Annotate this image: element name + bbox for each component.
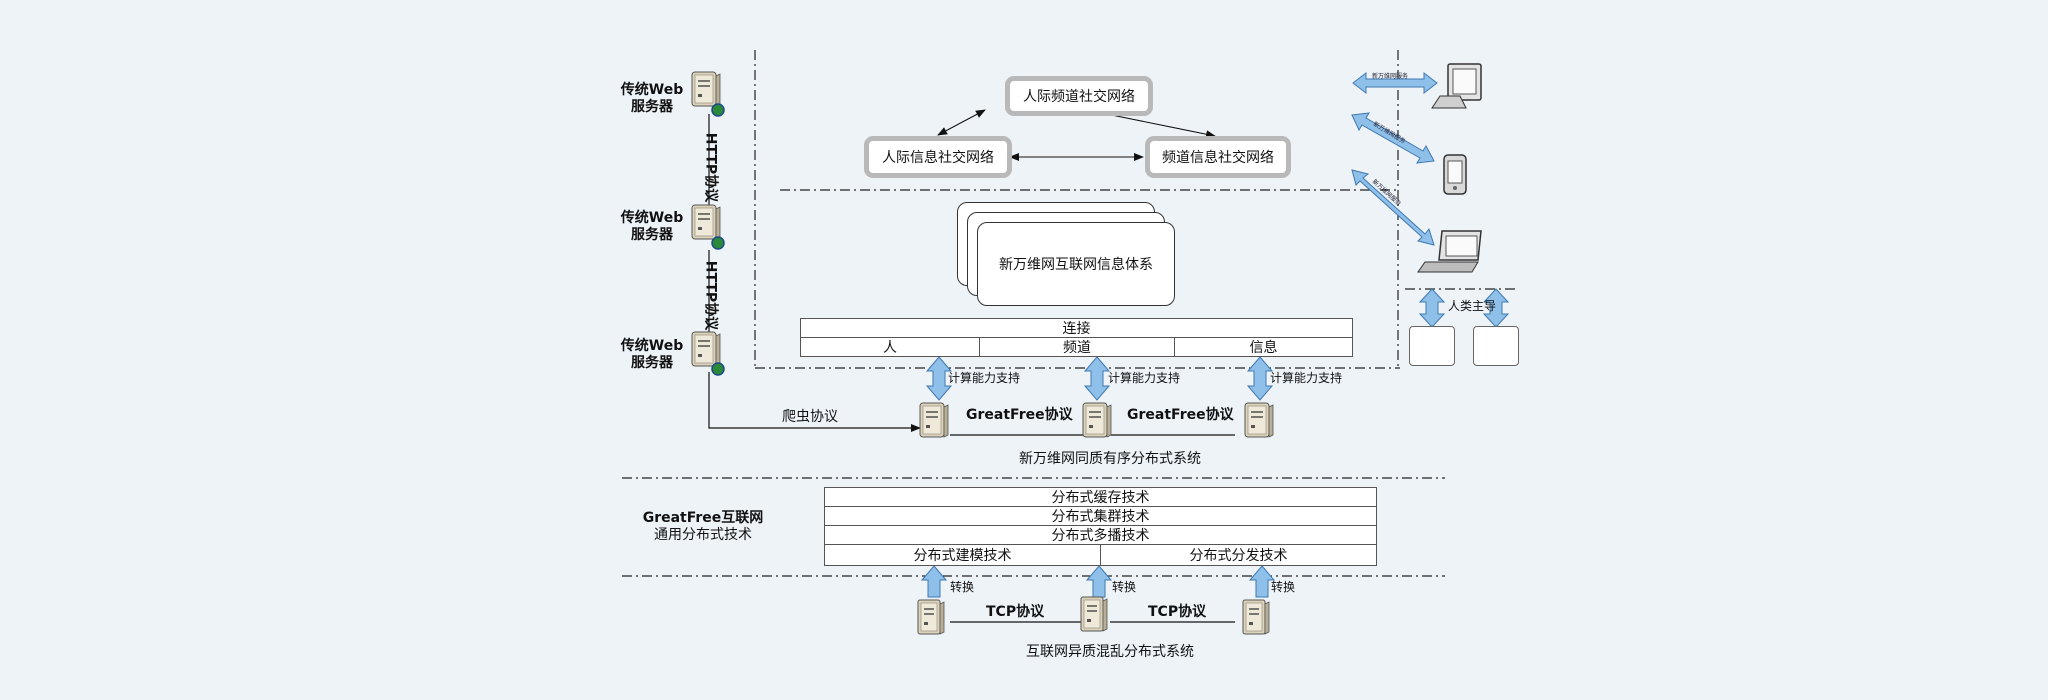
- info-system-card: 新万维网互联网信息体系: [977, 222, 1175, 306]
- compute-support-label-2: 计算能力支持: [1108, 371, 1181, 385]
- web-server-label-2: 传统Web 服务器: [614, 210, 690, 244]
- tech-row-multicast: 分布式多播技术: [824, 525, 1377, 545]
- crawler-link-label: 爬虫协议: [782, 409, 838, 425]
- web-server-label-2-line2: 服务器: [631, 227, 673, 243]
- web-server-icon-3: [691, 331, 725, 376]
- tcp-link-label-1: TCP协议: [986, 604, 1045, 620]
- web-server-label-3-line2: 服务器: [631, 355, 673, 371]
- compute-arrow-1: [925, 356, 953, 401]
- connect-table-cell-info: 信息: [1174, 337, 1353, 357]
- device-arrow-laptop: [1351, 169, 1435, 246]
- chaos-system-title: 互联网异质混乱分布式系统: [1026, 644, 1194, 660]
- person-box-2: [1473, 326, 1519, 366]
- http-link-label-1: HTTP协议: [702, 132, 719, 203]
- tech-section-label-line1: GreatFree互联网: [642, 510, 764, 526]
- convert-label-2: 转换: [1112, 580, 1137, 594]
- tablet-device-icon: [1443, 154, 1467, 195]
- ordered-system-title: 新万维网同质有序分布式系统: [1019, 451, 1201, 467]
- compute-support-label-1: 计算能力支持: [948, 371, 1021, 385]
- social-box-top: 人际频道社交网络: [1005, 76, 1153, 116]
- social-arrow-top-left: [937, 109, 986, 136]
- connect-table-cell-channel: 频道: [979, 337, 1175, 357]
- compute-support-label-3: 计算能力支持: [1270, 371, 1343, 385]
- web-server-label-2-line1: 传统Web: [620, 210, 684, 226]
- tech-cell-modeling: 分布式建模技术: [824, 544, 1101, 566]
- device-label-desktop: 新万维网服务: [1372, 72, 1408, 80]
- greatfree-server-icon-2: [1082, 402, 1112, 438]
- device-arrow-tablet: [1351, 112, 1435, 164]
- convert-arrow-1: [920, 565, 948, 598]
- tech-row-cache: 分布式缓存技术: [824, 487, 1377, 507]
- crawler-link-line: [708, 372, 921, 432]
- http-link-label-2: HTTP协议: [702, 260, 719, 331]
- convert-arrow-2: [1085, 565, 1113, 598]
- tech-section-label: GreatFree互联网 通用分布式技术: [628, 510, 778, 544]
- tech-section-label-line2: 通用分布式技术: [654, 527, 752, 543]
- greatfree-link-label-2: GreatFree协议: [1127, 407, 1234, 423]
- social-box-right: 频道信息社交网络: [1145, 136, 1291, 178]
- tech-row-cluster: 分布式集群技术: [824, 506, 1377, 526]
- person-box-1: [1409, 326, 1455, 366]
- web-server-icon-1: [691, 71, 725, 117]
- tcp-server-icon-2: [1080, 596, 1108, 632]
- greatfree-link-label-1: GreatFree协议: [966, 407, 1073, 423]
- connect-table-cell-person: 人: [800, 337, 980, 357]
- convert-label-1: 转换: [950, 580, 975, 594]
- tcp-link-label-2: TCP协议: [1148, 604, 1207, 620]
- compute-arrow-3: [1246, 356, 1274, 401]
- tcp-server-icon-1: [917, 599, 945, 635]
- device-arrow-desktop: [1352, 71, 1438, 95]
- web-server-label-3-line1: 传统Web: [620, 338, 684, 354]
- desktop-computer-icon: [1431, 63, 1482, 109]
- tech-cell-distribution: 分布式分发技术: [1100, 544, 1377, 566]
- connect-table-header: 连接: [800, 318, 1353, 338]
- compute-arrow-2: [1083, 356, 1111, 401]
- convert-label-3: 转换: [1271, 580, 1296, 594]
- social-box-left: 人际信息社交网络: [864, 136, 1012, 178]
- web-server-label-1-line2: 服务器: [631, 99, 673, 115]
- laptop-computer-icon: [1417, 230, 1482, 273]
- web-server-icon-2: [691, 204, 725, 250]
- web-server-label-3: 传统Web 服务器: [614, 338, 690, 372]
- human-arrow-1: [1418, 288, 1446, 328]
- tcp-server-icon-3: [1242, 599, 1270, 635]
- greatfree-server-icon-3: [1244, 402, 1274, 438]
- greatfree-server-icon-1: [919, 402, 949, 438]
- web-server-label-1-line1: 传统Web: [620, 82, 684, 98]
- convert-arrow-3: [1248, 565, 1276, 598]
- human-label: 人类主导: [1448, 299, 1497, 313]
- web-server-label-1: 传统Web 服务器: [614, 82, 690, 116]
